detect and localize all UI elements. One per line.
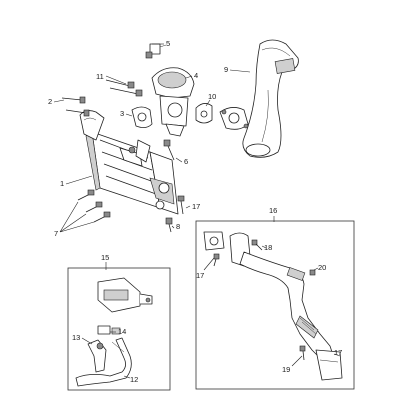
inset-box-15 [67, 267, 171, 391]
callout-2: 2 [48, 97, 52, 106]
clip-14 [97, 325, 121, 335]
callout-14: 14 [118, 327, 126, 336]
egr-cooler [79, 110, 179, 215]
bolt-6 [163, 139, 175, 161]
gasket-3 [131, 106, 153, 128]
callout-16: 16 [269, 206, 277, 215]
callout-6: 6 [184, 157, 188, 166]
callout-4: 4 [194, 71, 198, 80]
sensor-5 [145, 43, 167, 59]
studs-7 [77, 189, 111, 223]
pipe-assembly-16 [203, 231, 343, 381]
callout-5: 5 [166, 39, 170, 48]
callout-10: 10 [208, 92, 216, 101]
callout-17-box-right: 17 [334, 348, 342, 357]
callout-17-box-left: 17 [196, 271, 204, 280]
hose-13 [87, 339, 107, 373]
leader-lines [53, 43, 341, 379]
pressure-sensor-15 [97, 277, 153, 313]
callout-1: 1 [60, 179, 64, 188]
callout-11: 11 [96, 72, 104, 81]
callout-20: 20 [318, 263, 326, 272]
bolt-17-main [177, 195, 185, 215]
bolt-8 [165, 217, 173, 233]
callout-labels: 5 11 2 3 4 9 10 6 1 7 8 17 16 17 18 20 1… [48, 39, 342, 384]
pipe-9 [242, 39, 299, 158]
callout-13: 13 [72, 333, 80, 342]
tube-12 [75, 337, 132, 387]
callout-18: 18 [264, 243, 272, 252]
callout-8: 8 [176, 222, 180, 231]
callout-7: 7 [54, 229, 58, 238]
egr-valve-4 [151, 67, 195, 137]
bolts-11 [105, 79, 143, 97]
callout-9: 9 [224, 65, 228, 74]
inset-box-16 [195, 220, 355, 390]
callout-19: 19 [282, 365, 290, 374]
callout-3: 3 [120, 109, 124, 118]
callout-12: 12 [130, 375, 138, 384]
flange-10 [195, 103, 249, 130]
callout-17-main: 17 [192, 202, 200, 211]
callout-15: 15 [101, 253, 109, 262]
bolt-2 [61, 96, 90, 117]
